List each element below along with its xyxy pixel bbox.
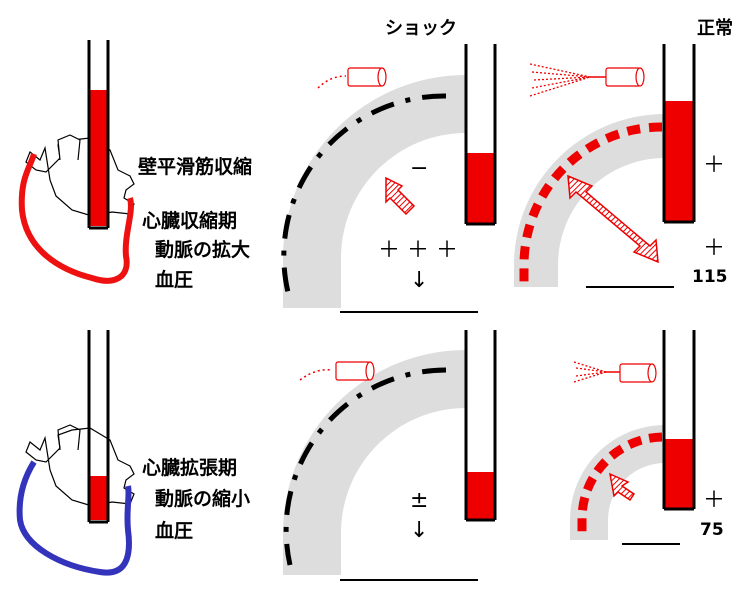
heart-outline-red: [18, 153, 134, 284]
normal-systole-pressure-value: 115: [692, 267, 728, 287]
column-header-shock: ショック: [385, 18, 457, 39]
syringe-normal-systole: [529, 63, 645, 97]
syringe-shock-systole: [317, 67, 387, 89]
artery-normal-systole: [514, 114, 674, 288]
shock-systole-minus: −: [410, 156, 429, 181]
manometer-tube-shock-diastole: [464, 330, 497, 522]
normal-diastole-pressure-value: 75: [700, 520, 724, 540]
manometer-tube-heart-systole: [87, 40, 110, 230]
label-smooth-muscle-contraction: 壁平滑筋収縮: [138, 156, 253, 178]
manometer-tube-normal-systole: [662, 44, 696, 224]
normal-systole-plus-lower: ＋: [703, 236, 726, 261]
label-arterial-dilation: 動脈の拡大: [155, 239, 251, 261]
shock-systole-plus: ＋ ＋ ＋: [378, 238, 458, 263]
double-arrow-normal-systole: [567, 174, 659, 264]
syringe-shock-diastole: [299, 361, 375, 381]
heart-outline-blue: [16, 460, 132, 576]
heart-systole: [18, 134, 135, 284]
column-header-normal: 正常: [697, 18, 733, 39]
expansion-arrow-normal-diastole: [609, 472, 636, 502]
artery-shock-diastole: [283, 350, 478, 581]
label-blood-pressure-diastole: 血圧: [155, 520, 194, 542]
manometer-tube-normal-diastole: [662, 330, 696, 511]
shock-diastole-plusminus: ±: [410, 488, 429, 513]
shock-systole-arrow: ↓: [410, 268, 429, 293]
label-blood-pressure-systole: 血圧: [155, 269, 194, 291]
artery-shock-systole: [281, 75, 478, 313]
normal-diastole-plus: ＋: [703, 488, 726, 513]
shock-diastole-arrow: ↓: [410, 518, 429, 543]
syringe-normal-diastole: [573, 361, 657, 383]
heart-diastole: [16, 424, 135, 576]
contraction-arrow-shock: [385, 176, 416, 216]
manometer-tube-shock-systole: [464, 44, 497, 226]
label-cardiac-systole: 心臓収縮期: [142, 210, 238, 232]
manometer-tube-heart-diastole: [87, 330, 110, 524]
normal-systole-plus-upper: ＋: [703, 153, 726, 178]
label-arterial-constriction: 動脈の縮小: [155, 488, 251, 510]
label-cardiac-diastole: 心臓拡張期: [142, 457, 238, 479]
